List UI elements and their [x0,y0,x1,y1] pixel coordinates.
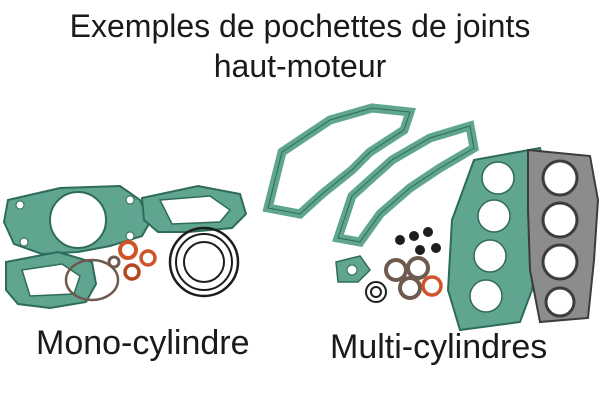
mono-seal-4 [107,255,121,269]
mono-seal-1 [118,240,138,260]
mono-cylinder-kit [2,184,248,310]
multi-seal-1 [384,258,408,282]
multi-seal-2 [406,256,430,280]
mono-seal-2 [139,249,157,267]
multi-o-ring-1 [365,281,387,303]
mono-cylinder-label: Mono-cylindre [36,324,250,362]
mono-seal-3 [123,263,141,281]
multi-seal-3 [398,276,422,300]
page-title-line2: haut-moteur [213,48,387,84]
multi-valve-seal-5 [431,243,441,253]
multi-valve-seal-3 [423,227,433,237]
mono-o-ring-inner [175,233,233,291]
mono-thin-ring [64,258,120,302]
mono-o-ring-small [183,241,225,283]
multi-valve-seal-2 [409,231,419,241]
multi-seal-4 [421,275,443,297]
multi-cylinder-label: Multi-cylindres [330,328,548,366]
multi-valve-seal-1 [395,235,405,245]
page-title-line1: Exemples de pochettes de joints [69,8,531,44]
mono-o-ring-large [168,226,240,298]
multi-cylinder-kit [262,103,600,332]
multi-valve-seal-4 [415,245,425,255]
multi-o-ring-2 [370,286,382,298]
